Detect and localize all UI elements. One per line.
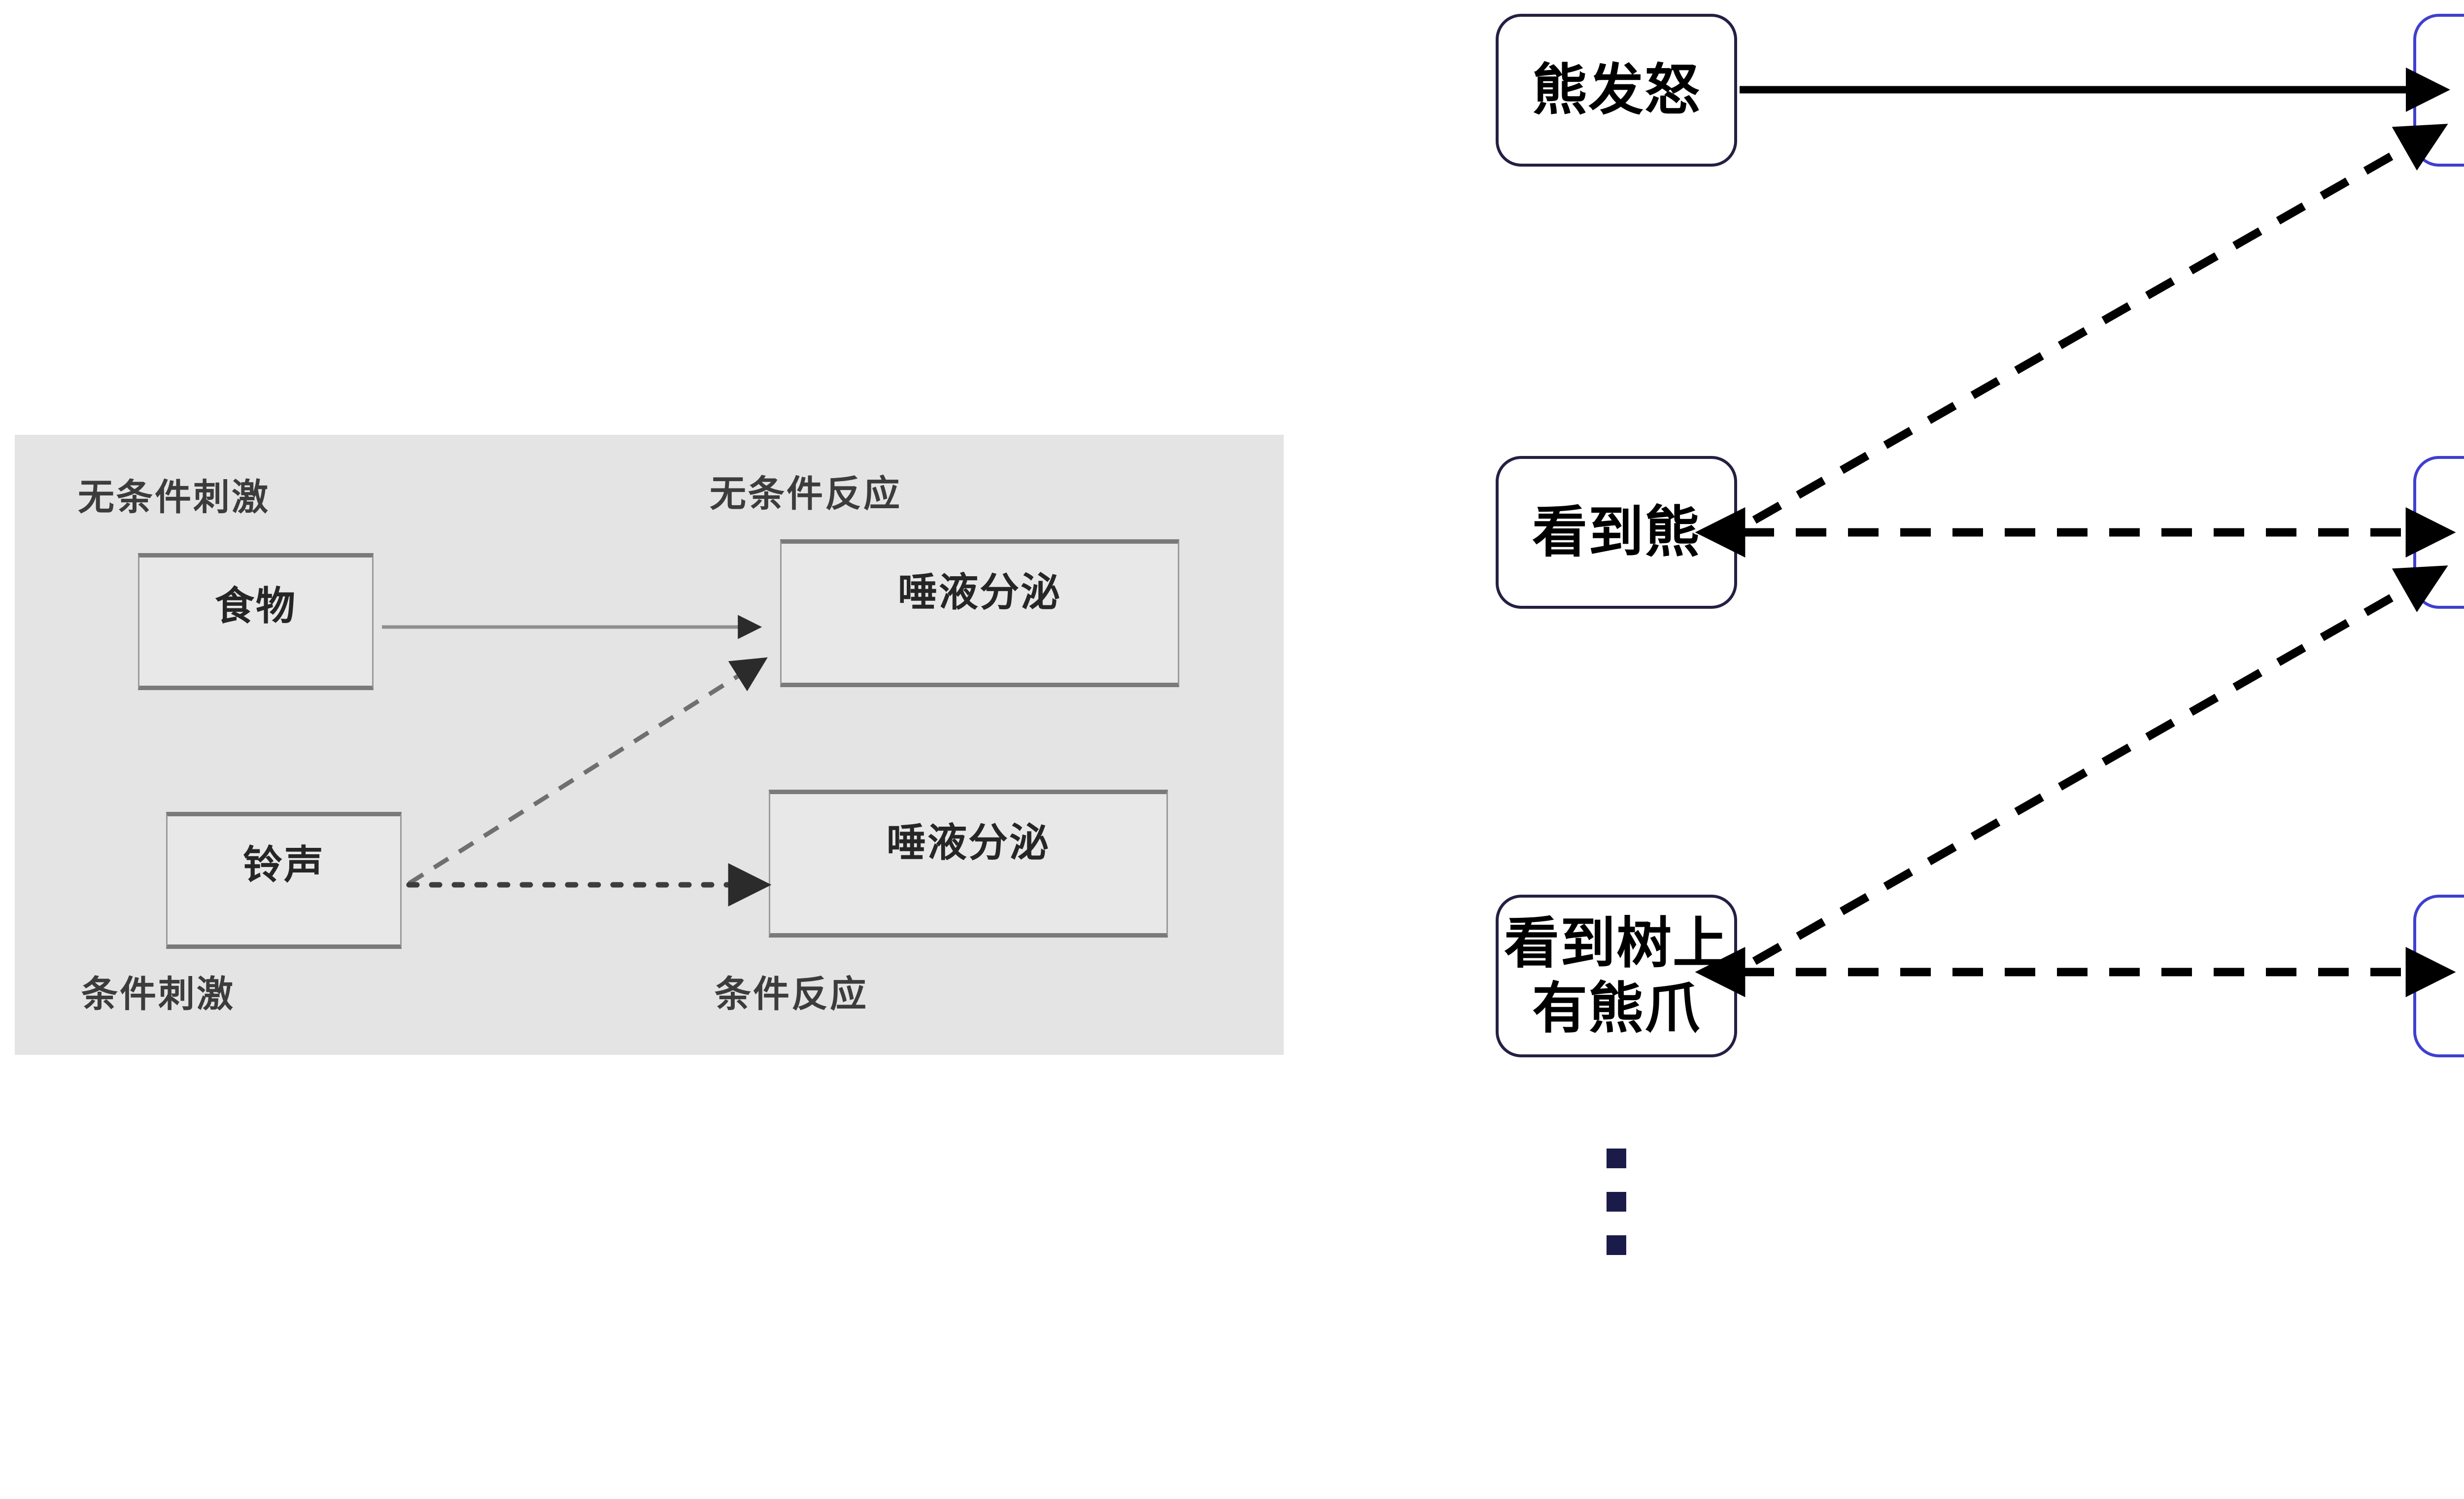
edge-see-paw-to-value-next-state: [1752, 565, 2448, 965]
rl-box-see-bear[interactable]: 看到熊: [1496, 456, 1737, 609]
rl-ellipsis-left-dot: [1607, 1192, 1626, 1212]
rl-box-see-paw-in-tree-label: 看到树上 有熊爪: [1504, 911, 1729, 1041]
pavlov-conditioning-panel: 无条件刺激 无条件反应 条件刺激 条件反应 食物 铃声 唾液分泌 唾液分泌: [15, 435, 1284, 1055]
conditioned-response-label: 条件反应: [715, 973, 868, 1015]
pavlov-box-salivation-unconditioned: 唾液分泌: [780, 539, 1179, 687]
pavlov-box-salivation-unconditioned-label: 唾液分泌: [898, 569, 1061, 615]
unconditioned-response-label: 无条件反应: [710, 473, 902, 515]
pavlov-box-salivation-conditioned: 唾液分泌: [769, 790, 1168, 938]
edge-bell-to-salivation-unconditioned: [408, 657, 768, 885]
rl-ellipsis-left-dot: [1607, 1235, 1626, 1255]
pavlov-box-salivation-conditioned-label: 唾液分泌: [887, 820, 1050, 866]
rl-edges-and-loop: [1695, 68, 2456, 997]
edge-see-bear-to-reward: [1752, 124, 2448, 524]
pavlov-box-food: 食物: [138, 553, 374, 690]
rl-box-bear-angry[interactable]: 熊发怒: [1496, 14, 1737, 167]
rl-box-bear-angry-label: 熊发怒: [1532, 58, 1701, 122]
pavlov-box-bell: 铃声: [166, 812, 402, 949]
pavlov-box-food-label: 食物: [215, 583, 297, 629]
unconditioned-stimulus-label: 无条件刺激: [78, 476, 270, 519]
rl-ellipsis-left-dot: [1607, 1149, 1626, 1168]
conditioned-stimulus-label: 条件刺激: [81, 973, 235, 1015]
pavlov-box-bell-label: 铃声: [243, 842, 325, 888]
pavlov-edges: [382, 615, 772, 906]
rl-box-see-bear-label: 看到熊: [1532, 500, 1701, 564]
rl-value-diagram-panel: 熊发怒 看到熊 看到树上 有熊爪 奖励 V(s′) V(s): [1459, 0, 2464, 1499]
rl-ellipsis-left: [1607, 1149, 1626, 1255]
